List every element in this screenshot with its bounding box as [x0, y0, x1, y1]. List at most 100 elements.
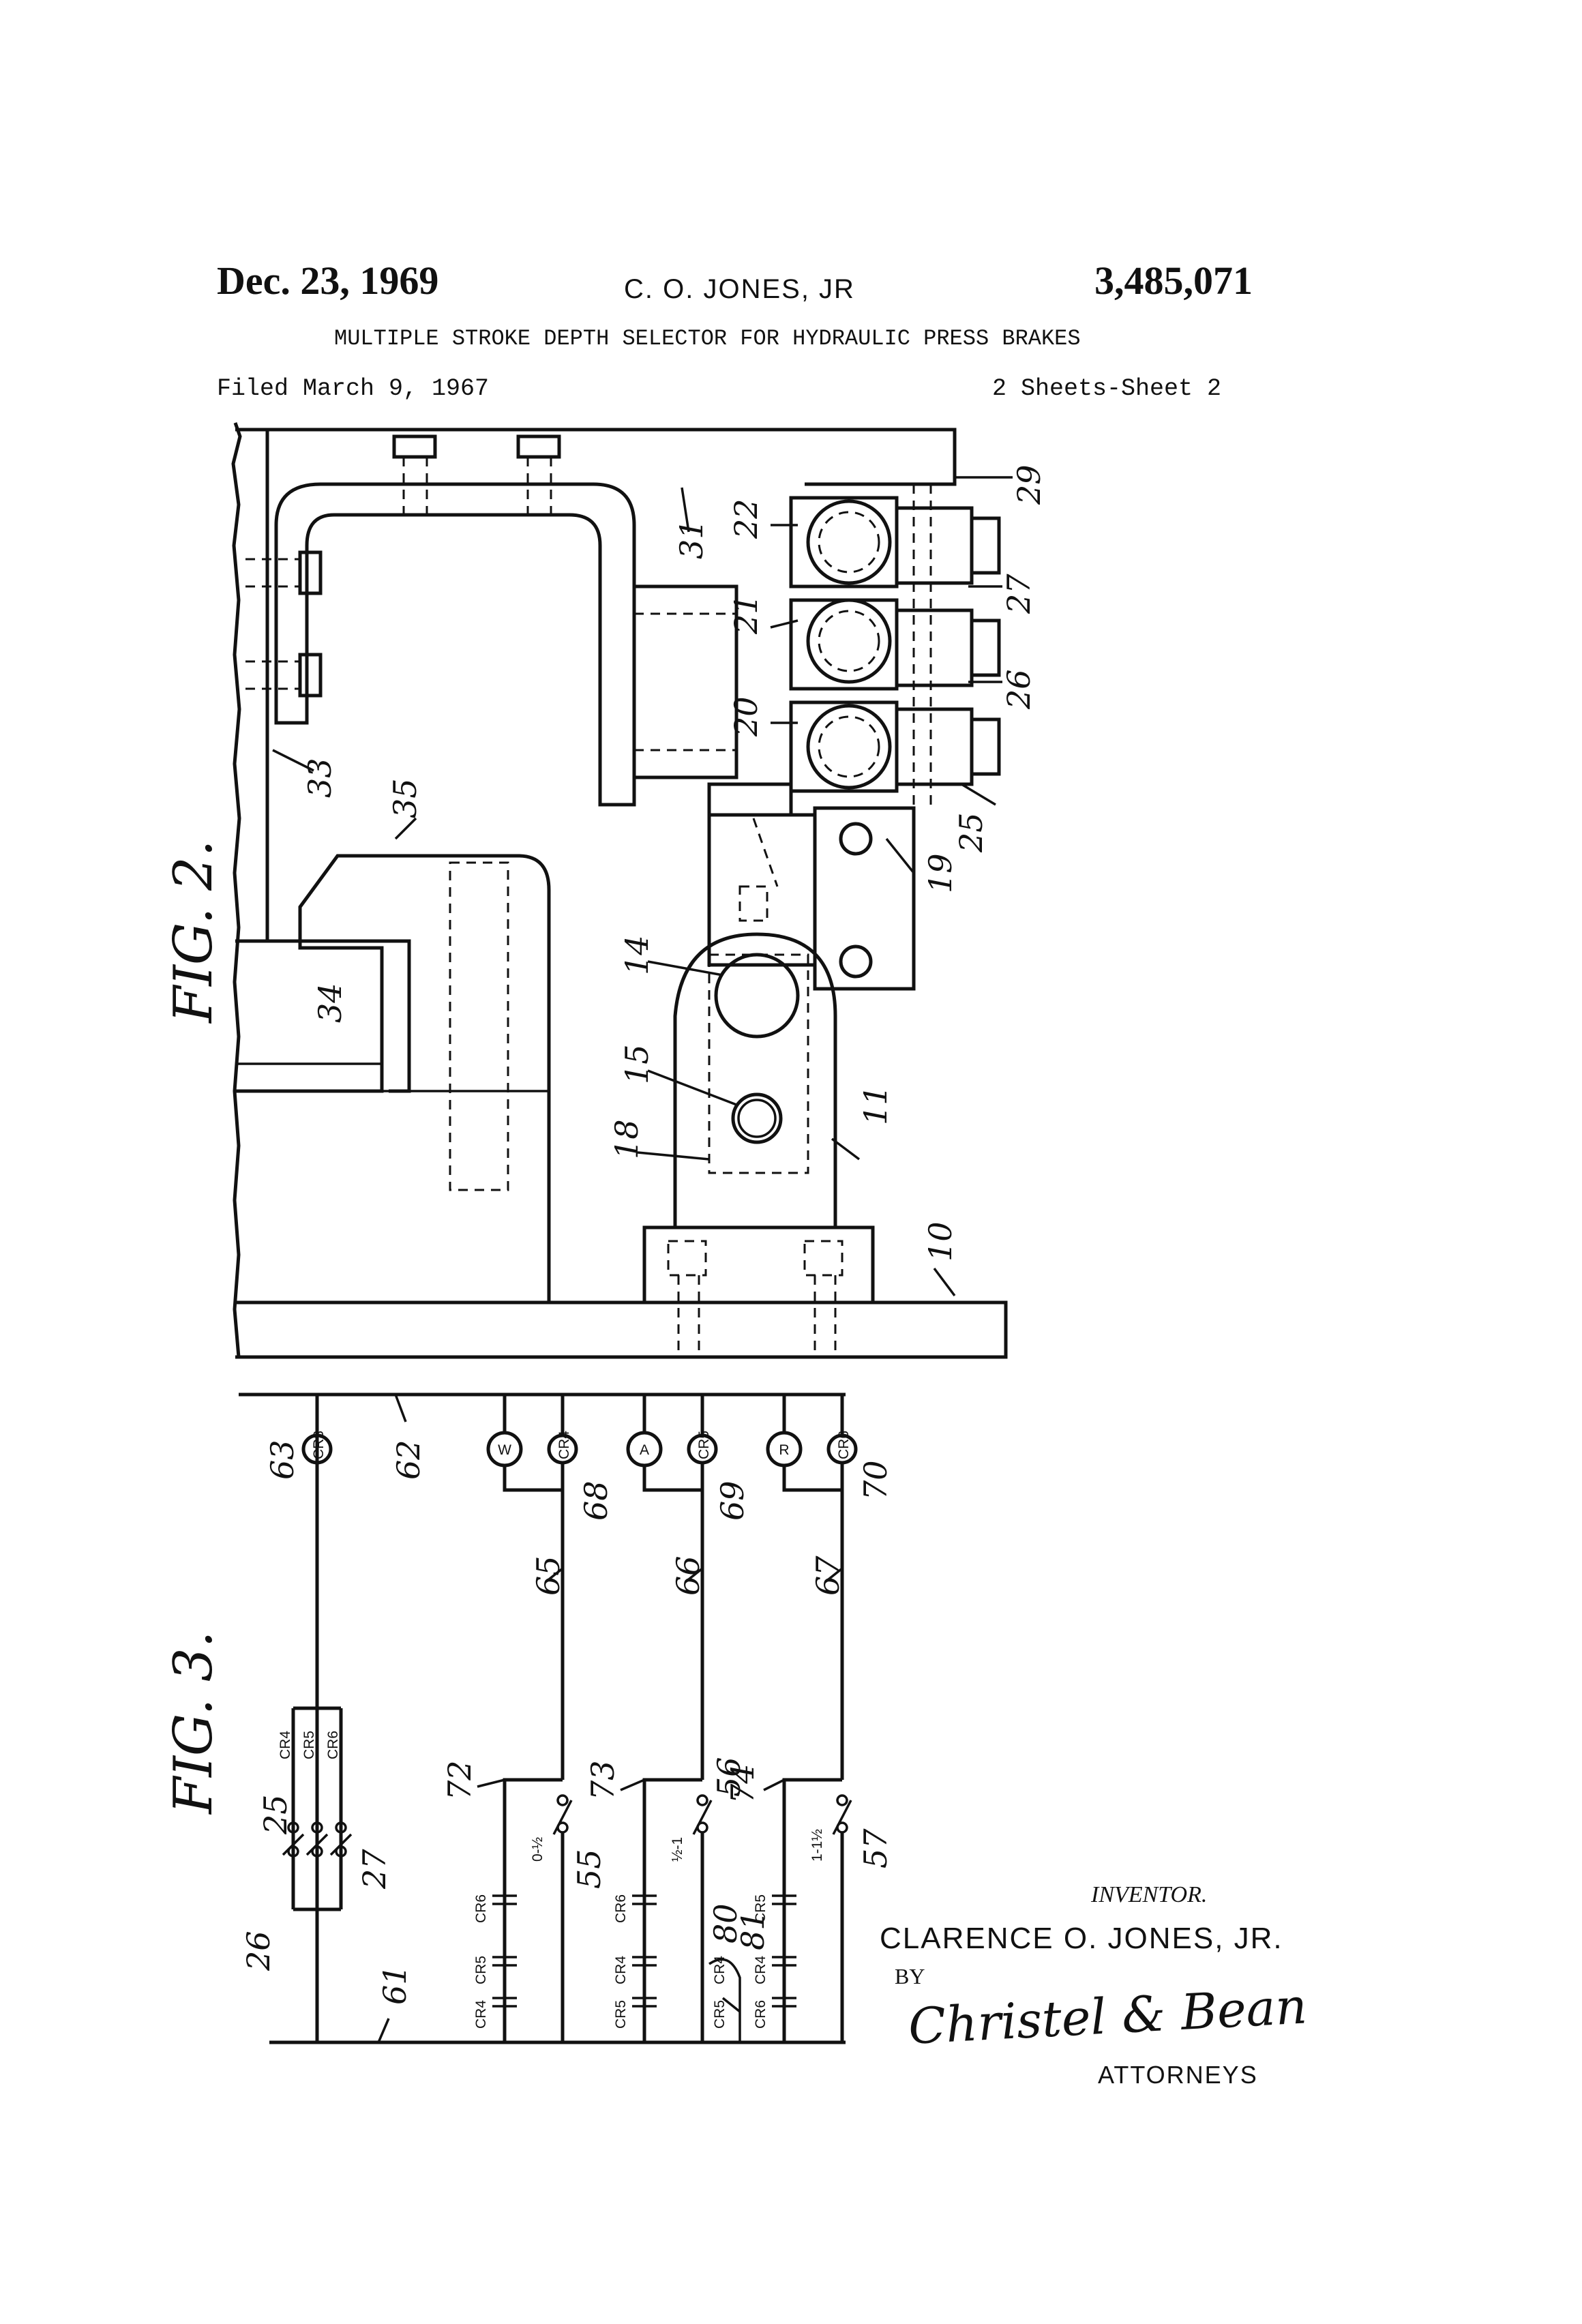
ram-bolt — [449, 861, 509, 1191]
svg-text:CR6: CR6 — [613, 1894, 629, 1923]
fig2-leaders — [272, 476, 1013, 1297]
ref-20: 20 — [728, 696, 764, 737]
svg-text:CR5: CR5 — [712, 2000, 728, 2029]
patent-date: Dec. 23, 1969 — [217, 258, 439, 303]
svg-text:CR6: CR6 — [753, 2000, 768, 2029]
svg-text:70: 70 — [857, 1460, 894, 1500]
ref-31: 31 — [673, 519, 710, 559]
ref-27: 27 — [1000, 573, 1037, 614]
switch-label-57: 1-1½ — [809, 1829, 825, 1862]
fig3-label: FIG. 3. — [163, 1631, 224, 1815]
patent-title: MULTIPLE STROKE DEPTH SELECTOR FOR HYDRA… — [334, 326, 1081, 351]
switch-label-55: 0-½ — [530, 1837, 546, 1862]
pivot-14 — [714, 953, 800, 1039]
svg-text:CR6: CR6 — [325, 1731, 341, 1759]
ref-25: 25 — [953, 812, 989, 853]
inventor-label: INVENTOR. — [1091, 1882, 1208, 1907]
fig2-label: FIG. 2. — [163, 840, 224, 1024]
base-mount — [642, 1225, 875, 1305]
svg-text:72: 72 — [441, 1760, 478, 1800]
svg-text:63: 63 — [264, 1440, 301, 1480]
bracket-31 — [274, 482, 636, 807]
figure-3: CR3 CR4 CR5 CR6 W CR4 — [163, 1392, 894, 2044]
svg-text:69: 69 — [714, 1480, 751, 1521]
top-bolt-right — [516, 434, 561, 518]
switch-bodies — [895, 484, 1001, 805]
by-label: BY — [895, 1964, 925, 1988]
ref-26: 26 — [1000, 669, 1037, 710]
svg-text:81: 81 — [734, 1910, 771, 1950]
ref-22: 22 — [728, 498, 764, 539]
side-bolt-lower — [298, 653, 323, 698]
svg-text:62: 62 — [390, 1440, 427, 1480]
figure-2: 22 21 20 29 27 26 25 19 31 33 35 34 14 1… — [163, 422, 1047, 1359]
pin-15 — [731, 1092, 783, 1144]
svg-text:CR4: CR4 — [556, 1431, 572, 1459]
fig3-leaders — [377, 1394, 844, 2043]
svg-text:74: 74 — [724, 1763, 761, 1804]
fig2-ref-numerals: 22 21 20 29 27 26 25 19 31 33 35 34 14 1… — [163, 464, 1047, 1262]
ref-33: 33 — [301, 758, 338, 798]
svg-text:R: R — [779, 1442, 789, 1458]
ref-11: 11 — [857, 1085, 894, 1125]
patent-number: 3,485,071 — [1094, 258, 1253, 303]
svg-text:CR5: CR5 — [613, 2000, 629, 2029]
attorneys-label: ATTORNEYS — [1098, 2061, 1258, 2089]
branch-67: R CR6 — [766, 1395, 858, 2042]
valve-21 — [789, 598, 899, 691]
switch-label-56: ½-1 — [670, 1837, 685, 1862]
svg-text:CR4: CR4 — [753, 1956, 768, 1984]
svg-text:A: A — [640, 1442, 649, 1458]
fig3-ref-numerals: 63 62 68 69 70 65 66 67 72 73 74 55 56 5… — [163, 1440, 894, 2005]
inventor-header: C. O. JONES, JR — [624, 274, 855, 304]
follower-block — [707, 782, 793, 817]
valve-20 — [789, 700, 899, 793]
arm-11 — [673, 932, 837, 1230]
svg-text:W: W — [498, 1442, 511, 1458]
frame-break-line — [231, 422, 242, 1358]
ref-10: 10 — [922, 1221, 959, 1262]
ram-35 — [235, 854, 551, 1302]
svg-text:CR6: CR6 — [473, 1894, 489, 1923]
svg-text:CR5: CR5 — [473, 1956, 489, 1984]
svg-text:27: 27 — [356, 1849, 393, 1890]
svg-text:80: 80 — [707, 1903, 744, 1943]
svg-text:26: 26 — [240, 1931, 277, 1971]
branch-66: A CR5 — [626, 1395, 718, 2042]
svg-text:67: 67 — [809, 1555, 846, 1596]
ref-34: 34 — [312, 983, 348, 1023]
parallel-switches: CR4 CR5 CR6 — [278, 1706, 353, 1911]
svg-text:CR6: CR6 — [836, 1431, 852, 1459]
svg-text:61: 61 — [376, 1965, 413, 2005]
plate-19 — [813, 806, 916, 991]
ref-15: 15 — [618, 1044, 655, 1084]
svg-text:65: 65 — [530, 1555, 567, 1596]
svg-text:CR5: CR5 — [696, 1431, 712, 1459]
mount-block — [632, 584, 738, 779]
ref-21: 21 — [728, 594, 764, 635]
top-bolt-left — [392, 434, 437, 518]
svg-text:CR4: CR4 — [613, 1956, 629, 1984]
svg-text:CR4: CR4 — [473, 2000, 489, 2029]
ref-35: 35 — [387, 778, 423, 818]
filed-date: Filed March 9, 1967 — [217, 375, 490, 402]
svg-text:57: 57 — [857, 1828, 894, 1868]
side-bolt-upper — [298, 550, 323, 595]
svg-text:CR5: CR5 — [301, 1731, 317, 1759]
svg-text:73: 73 — [584, 1760, 621, 1800]
series-contacts — [492, 1894, 796, 2042]
valve-22 — [789, 496, 899, 589]
ref-18: 18 — [608, 1119, 645, 1159]
fig3-contact-text: CR6 CR5 CR4 CR6 CR4 CR5 CR5 CR4 CR6 CR5 … — [473, 1894, 768, 2029]
branch-65: W CR4 — [486, 1395, 578, 2042]
svg-text:68: 68 — [578, 1480, 614, 1521]
svg-text:CR5: CR5 — [753, 1894, 768, 1923]
svg-text:CR4: CR4 — [712, 1956, 728, 1984]
inventor-name: CLARENCE O. JONES, JR. — [880, 1922, 1283, 1955]
ref-29: 29 — [1011, 464, 1047, 505]
svg-text:56: 56 — [711, 1757, 747, 1797]
ref-14: 14 — [618, 935, 655, 975]
svg-text:55: 55 — [571, 1849, 608, 1889]
relay-coil-cr3 — [301, 1433, 333, 1465]
